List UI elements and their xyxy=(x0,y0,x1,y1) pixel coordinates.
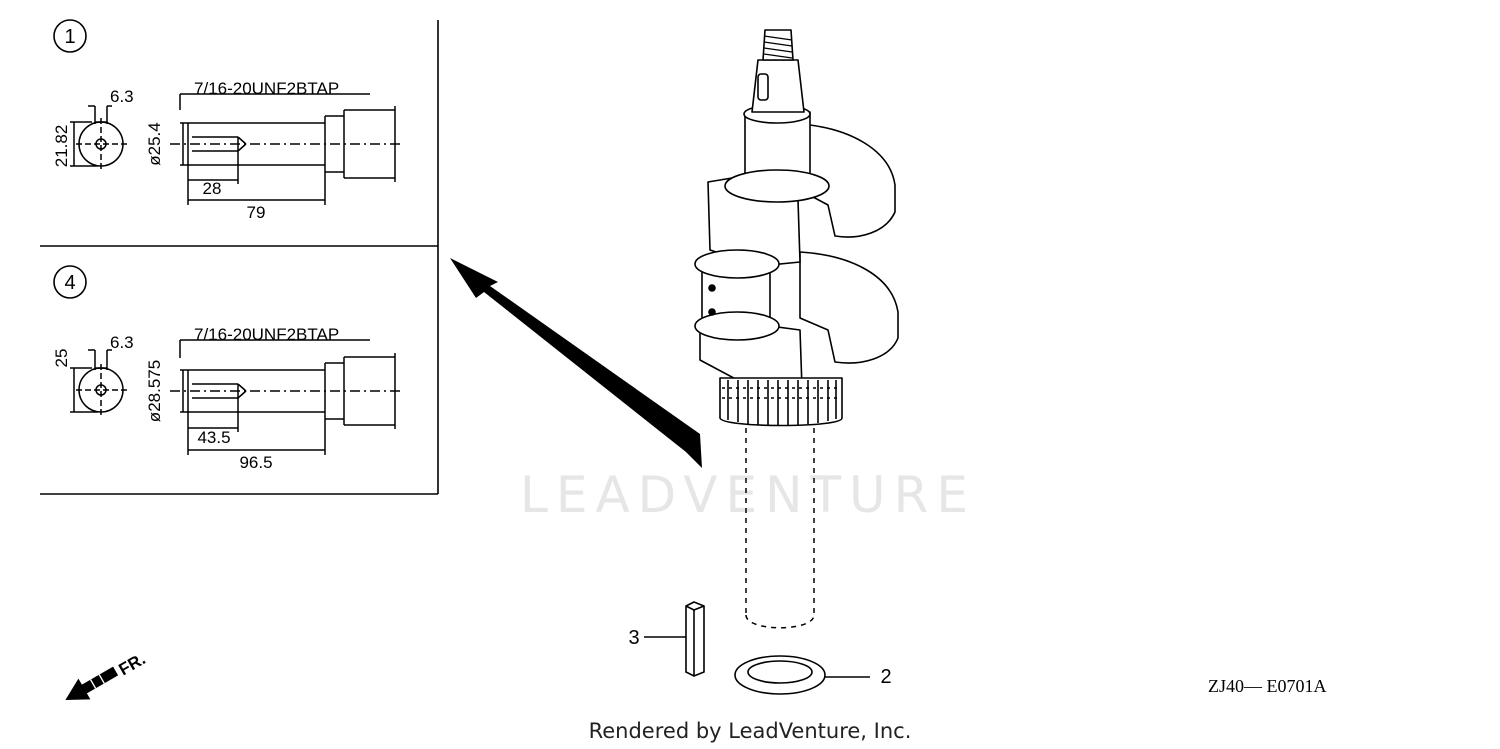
detail-1-end-view xyxy=(70,105,128,172)
detail-1-diameter: ø25.4 xyxy=(145,122,164,165)
detail-1-thread: 7/16-20UNF2BTAP xyxy=(194,79,339,98)
detail-4-shaft-length: 96.5 xyxy=(239,453,272,472)
detail-1-marker-circle xyxy=(53,19,87,53)
detail-1-shaft-length: 79 xyxy=(247,203,266,222)
detail-4-thread: 7/16-20UNF2BTAP xyxy=(194,325,339,344)
callout-3: 3 xyxy=(628,627,639,649)
detail-1-tap-depth: 28 xyxy=(203,179,222,198)
detail-1: 1 21.82 6.3 xyxy=(52,19,400,222)
detail-1-key-width: 6.3 xyxy=(110,87,134,106)
callout-2: 2 xyxy=(880,666,891,688)
footer-credit: Rendered by LeadVenture, Inc. xyxy=(589,719,912,743)
watermark: LEADVENTURE xyxy=(520,466,976,524)
front-indicator: FR. xyxy=(116,649,149,679)
detail-4-diameter: ø28.575 xyxy=(145,360,164,422)
lower-shaft-phantom xyxy=(745,428,815,629)
key-part xyxy=(685,601,705,677)
detail-4-height: 25 xyxy=(52,349,71,368)
detail-panel xyxy=(40,20,439,495)
diagram-code: ZJ40— E0701A xyxy=(1208,676,1327,696)
detail-4-key-width: 6.3 xyxy=(110,333,134,352)
detail-4-marker: 4 xyxy=(64,272,75,294)
detail-4: 4 25 6.3 xyxy=(52,265,400,472)
front-arrow-icon: FR. xyxy=(65,649,149,700)
detail-pointer-arrow xyxy=(450,258,702,468)
detail-1-height: 21.82 xyxy=(52,125,71,168)
crankshaft xyxy=(694,29,899,427)
detail-1-marker: 1 xyxy=(64,26,75,48)
detail-4-end-view xyxy=(70,349,128,418)
detail-4-marker-circle xyxy=(53,265,87,299)
detail-4-side-view xyxy=(170,339,400,455)
detail-4-tap-depth: 43.5 xyxy=(197,428,230,447)
detail-1-side-view xyxy=(170,93,400,205)
washer-part xyxy=(734,655,826,695)
